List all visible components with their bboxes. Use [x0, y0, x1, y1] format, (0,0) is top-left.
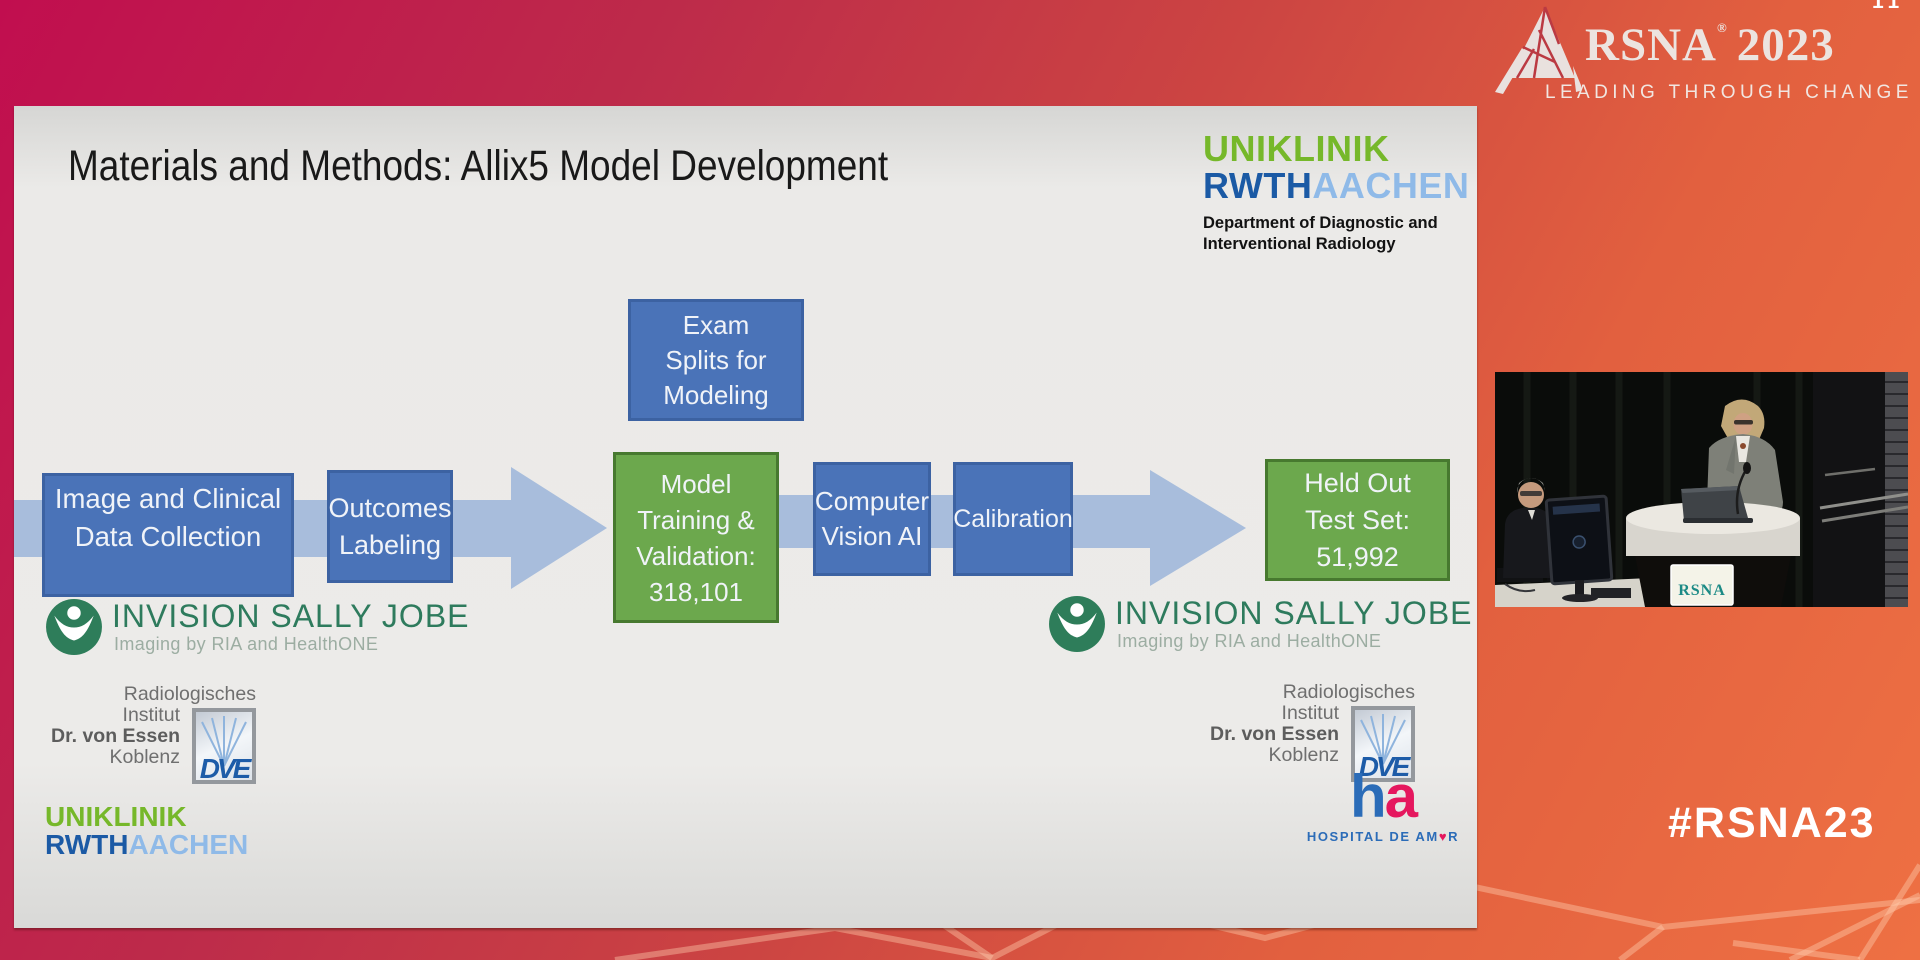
flow-box-line: Outcomes [328, 492, 452, 523]
rwth-text: RWTH [45, 829, 129, 860]
flow-box-line: 318,101 [649, 576, 743, 607]
presenter-video-scene: RSNA [1495, 372, 1909, 607]
aachen-text: AACHEN [1312, 165, 1470, 206]
radlogo-line: Institut [122, 704, 180, 726]
department-line: Interventional Radiology [1203, 235, 1396, 253]
department-text: Department of Diagnostic and Interventio… [1203, 213, 1469, 255]
invision-name: INVISION SALLY JOBE [112, 598, 470, 634]
radiologisches-institut-logo-left: Radiologisches Institut Dr. von Essen Ko… [48, 683, 256, 784]
hashtag-rsna23: #RSNA23 [1668, 799, 1876, 847]
invision-name: INVISION SALLY JOBE [1115, 595, 1473, 631]
ha-letter-h: h [1349, 763, 1387, 830]
ha-label-text: R [1448, 829, 1460, 844]
flow-box-computer-vision-ai: Computer Vision AI [813, 462, 931, 576]
flow-box-line: Modeling [663, 379, 769, 410]
hospital-de-amor-logo: ha HOSPITAL DE AM♥R [1300, 767, 1466, 845]
rwth-text: RWTH [1203, 165, 1313, 206]
flow-box-line: Validation: [636, 540, 756, 571]
uniklinik-rwth-aachen-logo-footer: UNIKLINIK RWTHAACHEN [45, 803, 248, 859]
rsna-2023-lockup: RSNA® 2023 LEADING THROUGH CHANGE [1493, 4, 1913, 104]
aachen-text: AACHEN [128, 829, 249, 860]
invision-sally-jobe-logo-right: INVISION SALLY JOBE Imaging by RIA and H… [1048, 595, 1473, 653]
slide-title: Materials and Methods: Allix5 Model Deve… [68, 142, 889, 190]
flow-box-line: Labeling [338, 529, 442, 560]
heart-icon: ♥ [1438, 829, 1449, 844]
rsna-year: 2023 [1736, 19, 1835, 71]
rsna-triangle-icon [1495, 6, 1581, 94]
dve-badge-text: DVE [1358, 751, 1411, 782]
flow-box-line: Computer [814, 486, 930, 516]
flow-box-model-training: Model Training & Validation: 318,101 [613, 452, 779, 623]
flow-box-image-clinical-data: Image and Clinical Data Collection [42, 473, 294, 597]
ha-mark-icon: ha [1300, 767, 1466, 827]
ha-label-text: HOSPITAL DE AM [1306, 829, 1439, 844]
radlogo-line: Dr. von Essen [1210, 723, 1339, 745]
department-line: Department of Diagnostic and [1203, 214, 1438, 232]
radlogo-line: Radiologisches [123, 683, 256, 705]
invision-sally-jobe-logo-left: INVISION SALLY JOBE Imaging by RIA and H… [45, 598, 470, 656]
flow-box-calibration: Calibration [953, 462, 1073, 576]
flow-box-line: Image and Clinical [54, 483, 282, 514]
presenter-video-feed: RSNA [1495, 372, 1909, 607]
registered-mark: ® [1716, 20, 1727, 35]
flow-box-exam-splits: Exam Splits for Modeling [628, 299, 804, 421]
dve-badge-text: DVE [199, 753, 252, 784]
rwth-aachen-text: RWTHAACHEN [45, 831, 248, 859]
rsna-brand-text: RSNA [1585, 19, 1717, 71]
flow-box-line: 51,992 [1316, 541, 1399, 572]
dve-badge-icon: DVE [192, 708, 256, 784]
radlogo-line: Dr. von Essen [51, 725, 180, 747]
invision-person-icon [1049, 596, 1105, 652]
flow-box-line: Calibration [953, 505, 1073, 533]
flow-box-line: Exam [682, 309, 750, 340]
flow-box-line: Training & [637, 504, 755, 535]
flow-box-line: Test Set: [1304, 504, 1411, 535]
radiologisches-institut-logo-right: Radiologisches Institut Dr. von Essen Ko… [1207, 681, 1415, 782]
flow-box-line: Data Collection [74, 521, 262, 552]
flow-box-line: Vision AI [821, 521, 923, 551]
invision-tagline: Imaging by RIA and HealthONE [1117, 631, 1382, 651]
uniklinik-text: UNIKLINIK [1203, 128, 1390, 169]
rsna-tagline: LEADING THROUGH CHANGE [1545, 82, 1913, 103]
flow-box-outcomes-labeling: Outcomes Labeling [327, 470, 453, 583]
podium-sign-text: RSNA [1678, 582, 1726, 599]
radlogo-line: Koblenz [109, 746, 180, 768]
rsna-wordmark: RSNA® 2023 [1585, 18, 1835, 72]
flow-box-line: Model [660, 468, 732, 499]
radlogo-line: Radiologisches [1282, 681, 1415, 703]
flow-box-held-out-test-set: Held Out Test Set: 51,992 [1265, 459, 1450, 581]
dve-badge-icon: DVE [1351, 706, 1415, 782]
hospital-de-amor-label: HOSPITAL DE AM♥R [1300, 829, 1466, 844]
invision-tagline: Imaging by RIA and HealthONE [114, 634, 379, 654]
uniklinik-rwth-aachen-affiliation: UNIKLINIK RWTHAACHEN Department of Diagn… [1203, 130, 1469, 255]
radlogo-line: Institut [1281, 702, 1339, 724]
radlogo-line: Koblenz [1268, 744, 1339, 766]
flow-arrowhead-1 [511, 467, 607, 589]
corner-page-fragment: 11 [1872, 0, 1905, 13]
flow-box-line: Held Out [1304, 467, 1411, 498]
rwth-aachen-text: RWTHAACHEN [1203, 167, 1469, 204]
presentation-slide: Materials and Methods: Allix5 Model Deve… [14, 106, 1477, 928]
uniklinik-text: UNIKLINIK [45, 801, 187, 832]
invision-person-icon [46, 599, 102, 655]
flow-box-line: Splits for [665, 344, 767, 375]
flow-arrowhead-2 [1150, 470, 1246, 586]
ha-letter-a: a [1384, 763, 1418, 830]
